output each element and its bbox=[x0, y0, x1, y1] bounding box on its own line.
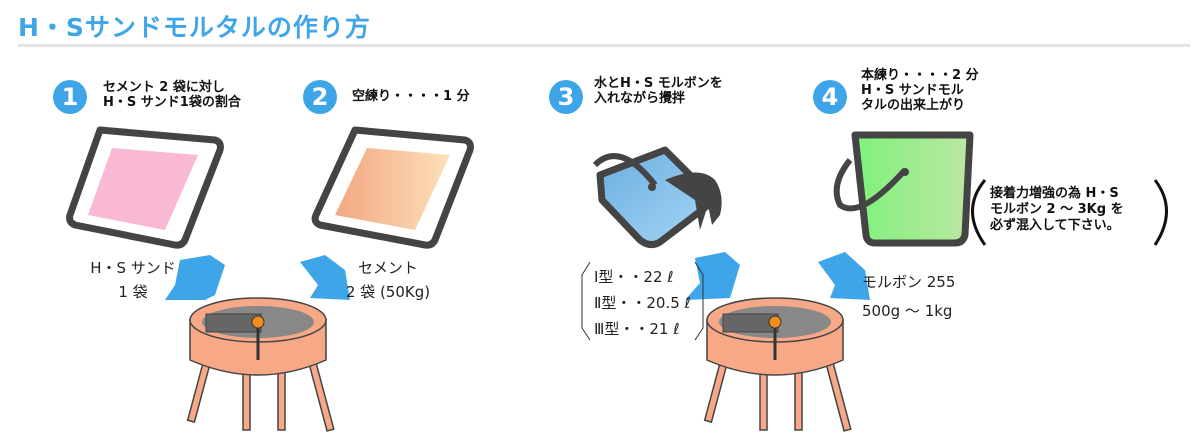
label-line: セメント bbox=[358, 259, 418, 277]
step-line: 入れながら攪拌 bbox=[594, 91, 686, 106]
step-line: 本練り・・・・2 分 bbox=[861, 68, 979, 83]
mixer-icon bbox=[186, 297, 335, 432]
note-line: 必ず混入して下さい。 bbox=[990, 218, 1120, 233]
cement-label: セメント 2 袋 (50Kg) bbox=[338, 256, 438, 304]
title-divider bbox=[18, 44, 1190, 47]
step-line: 水とH・S モルボンを bbox=[594, 76, 723, 91]
step-3-badge: 3 bbox=[549, 80, 583, 114]
step-4-text: 本練り・・・・2 分 H・S サンドモル タルの出来上がり bbox=[861, 68, 979, 113]
step-line: H・S サンドモル bbox=[861, 83, 964, 98]
step-4-badge: 4 bbox=[813, 80, 847, 114]
sand-label: H・S サンド 1 袋 bbox=[88, 256, 178, 304]
paren-right bbox=[1153, 179, 1168, 246]
pouring-bucket-icon bbox=[592, 146, 722, 249]
bracket-right bbox=[694, 261, 704, 341]
step-line: セメント 2 袋に対し bbox=[103, 80, 225, 95]
step-line: タルの出来上がり bbox=[861, 98, 966, 113]
step-line: 空練り・・・・1 分 bbox=[352, 89, 470, 104]
mortar-bucket-icon bbox=[833, 131, 974, 247]
label-line: Ⅲ型・・21 ℓ bbox=[594, 320, 680, 338]
paren-left bbox=[971, 179, 987, 246]
label-line: H・S サンド bbox=[90, 259, 176, 277]
water-label: Ⅰ型・・22 ℓ Ⅱ型・・20.5 ℓ Ⅲ型・・21 ℓ bbox=[594, 264, 691, 342]
sand-bag-icon bbox=[66, 126, 224, 249]
step-1-text: セメント 2 袋に対し H・S サンド1袋の割合 bbox=[103, 80, 241, 110]
step-2-badge: 2 bbox=[303, 80, 337, 114]
label-line: 2 袋 (50Kg) bbox=[345, 283, 431, 301]
step-line: H・S サンド1袋の割合 bbox=[103, 95, 241, 110]
step-3-text: 水とH・S モルボンを 入れながら攪拌 bbox=[594, 76, 723, 106]
note-line: 接着力増強の為 H・S bbox=[990, 186, 1119, 201]
bracket-left bbox=[581, 261, 591, 341]
step-2-text: 空練り・・・・1 分 bbox=[352, 89, 470, 104]
illustrations bbox=[66, 126, 1168, 432]
label-line: 1 袋 bbox=[118, 283, 148, 301]
page-title: H・Sサンドモルタルの作り方 bbox=[18, 13, 371, 42]
label-line: Ⅰ型・・22 ℓ bbox=[594, 268, 674, 286]
label-line: モルボン 255 bbox=[862, 273, 956, 291]
label-line: 500g ～ 1kg bbox=[862, 302, 953, 320]
step-1-badge: 1 bbox=[53, 80, 87, 114]
note-text: 接着力増強の為 H・S モルボン 2 ～ 3Kg を 必ず混入して下さい。 bbox=[990, 186, 1124, 234]
label-line: Ⅱ型・・20.5 ℓ bbox=[594, 294, 691, 312]
mixer-icon bbox=[703, 297, 852, 432]
cement-bag-icon bbox=[311, 126, 474, 249]
molbon-label: モルボン 255 500g ～ 1kg bbox=[862, 268, 955, 326]
arrow-icon bbox=[165, 252, 870, 300]
note-line: モルボン 2 ～ 3Kg を bbox=[990, 202, 1124, 217]
